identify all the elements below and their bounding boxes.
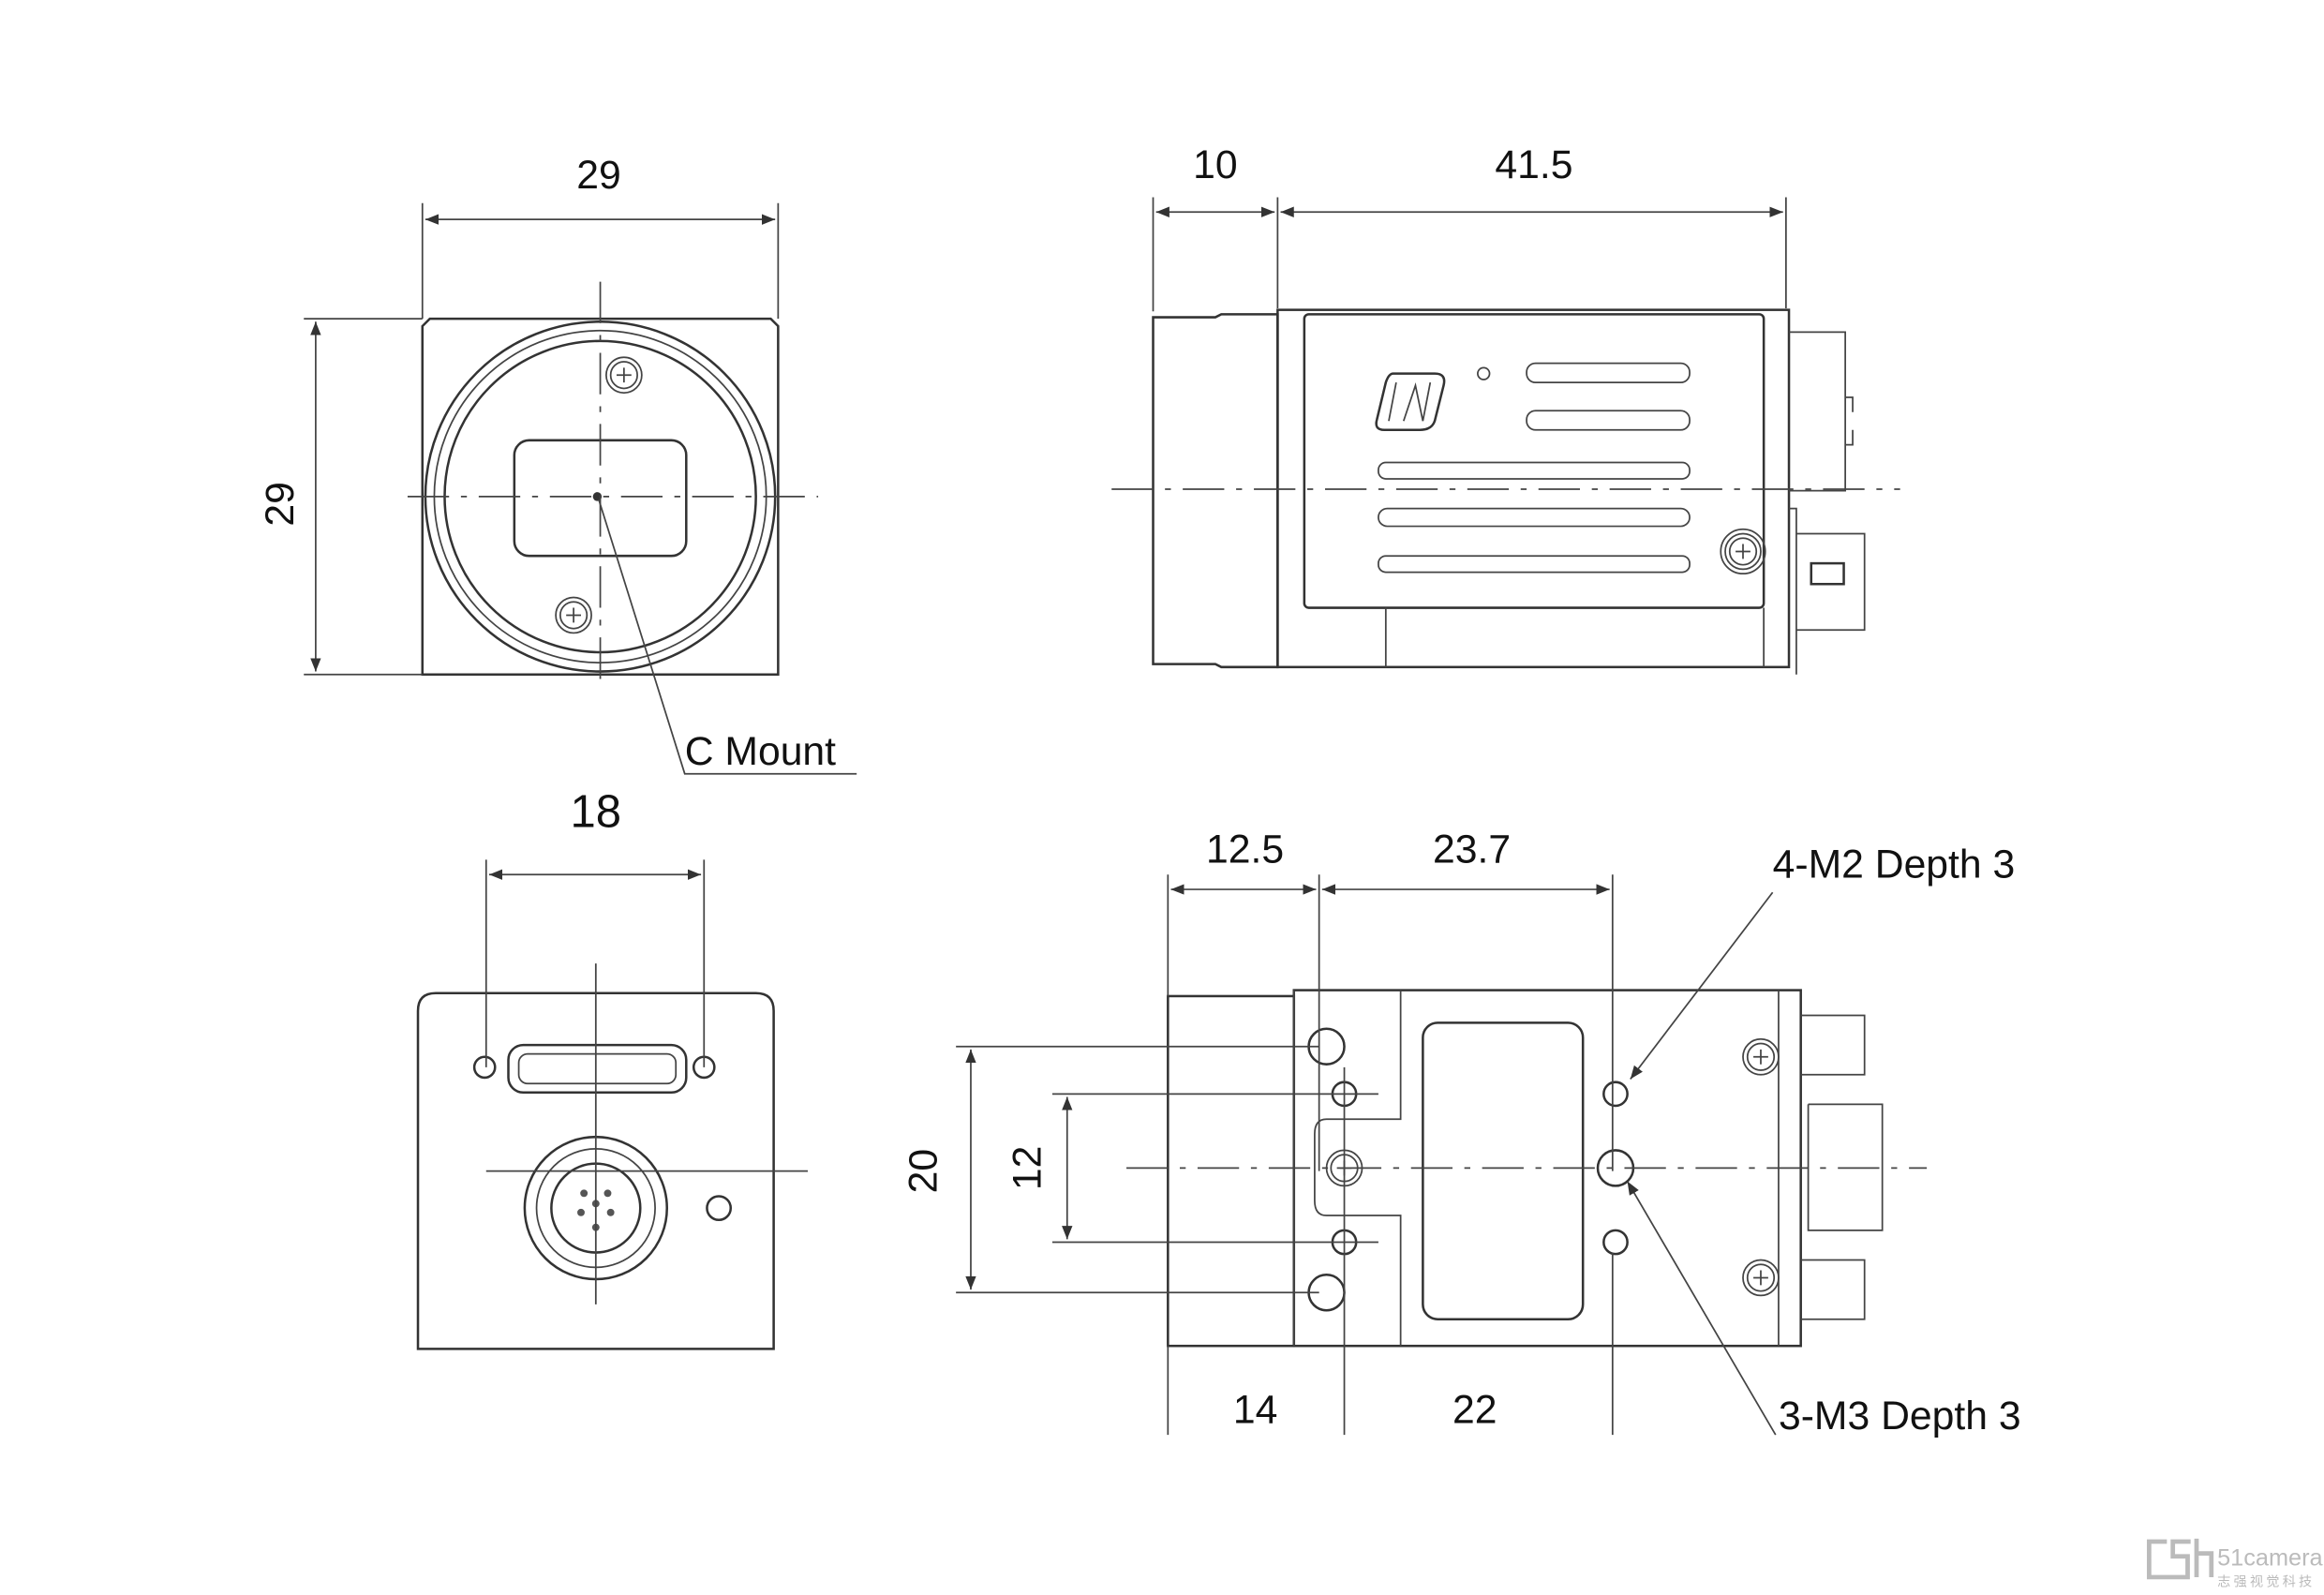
- front-height-dim: 29: [258, 482, 303, 526]
- watermark-subtitle: 志强视觉科技: [2217, 1573, 2315, 1589]
- dim-bottom-2: 22: [1452, 1387, 1497, 1432]
- camera-logo-icon: [2146, 1538, 2214, 1580]
- screw-icon: [555, 596, 592, 634]
- lens-length-dim: 10: [1193, 142, 1237, 187]
- bottom-view: 12.5 23.7 20 12 14 22 4-M2 Depth 3 3-M3 …: [901, 827, 2021, 1438]
- led-indicator: [706, 1195, 733, 1222]
- callout-m3: 3-M3 Depth 3: [1779, 1394, 2021, 1438]
- screw-icon: [1742, 1259, 1780, 1297]
- dim-top-1: 12.5: [1206, 827, 1284, 872]
- rear-hole-spacing-dim: 18: [571, 787, 622, 838]
- side-view: 10 41.5: [1111, 142, 1900, 675]
- dim-left-outer: 20: [901, 1149, 946, 1193]
- jai-logo: [1375, 366, 1491, 432]
- front-width-dim: 29: [576, 153, 620, 198]
- callout-m2: 4-M2 Depth 3: [1773, 842, 2016, 887]
- screw-icon: [1724, 532, 1762, 571]
- rear-view: 18: [416, 787, 808, 1350]
- front-view: 29 29 C Mount: [258, 153, 857, 775]
- screw-icon: [1742, 1037, 1780, 1076]
- body-length-dim: 41.5: [1495, 142, 1572, 187]
- watermark-brand: 51camera: [2217, 1544, 2323, 1571]
- dim-top-2: 23.7: [1433, 827, 1511, 872]
- c-mount-label: C Mount: [685, 729, 836, 774]
- watermark: 51camera 志强视觉科技: [2146, 1538, 2324, 1589]
- dim-left-inner: 12: [1005, 1146, 1050, 1190]
- dim-bottom-1: 14: [1233, 1387, 1277, 1432]
- screw-icon: [605, 356, 643, 395]
